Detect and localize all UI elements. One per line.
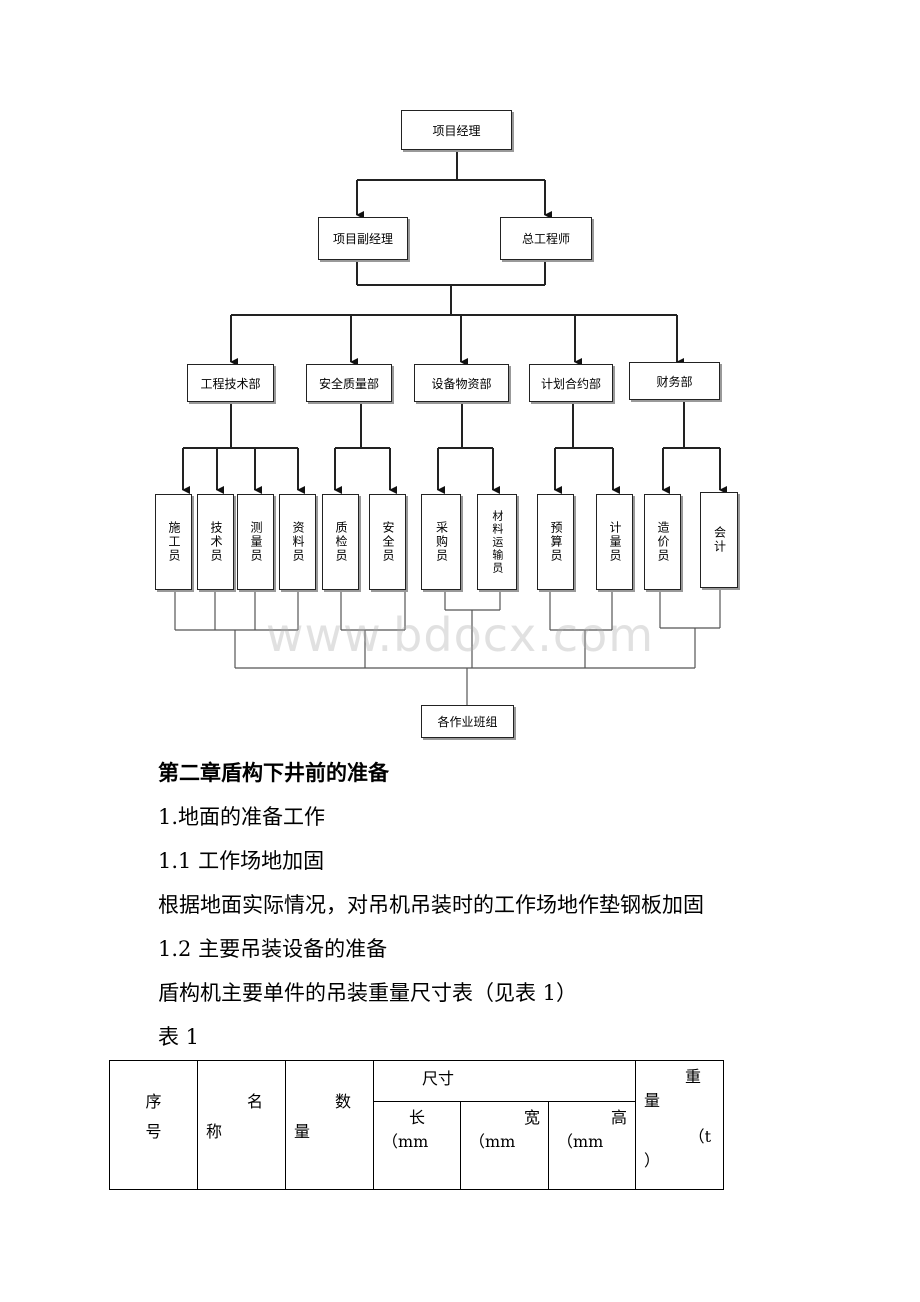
header-weight: 重 量 （t ） [635, 1060, 724, 1190]
paragraph-site-reinforcement: 根据地面实际情况，对吊机吊装时的工作场地作垫钢板加固 [158, 893, 704, 917]
org-chart-connectors [174, 150, 727, 705]
staff-technician-box: 技术员 [197, 494, 234, 590]
header-height: 高 （mm [548, 1101, 636, 1190]
dept-finance-box: 财务部 [629, 362, 720, 400]
manager-box: 项目经理 [401, 110, 512, 150]
header-qty: 数 量 [285, 1060, 374, 1190]
header-name: 名 称 [197, 1060, 286, 1190]
dept-safety-box: 安全质量部 [306, 364, 392, 402]
chapter-title: 第二章盾构下井前的准备 [158, 760, 389, 785]
staff-accountant-box: 会计 [700, 492, 738, 588]
header-width-part-1: 宽 [523, 1108, 540, 1127]
staff-metering-box: 计量员 [596, 494, 633, 590]
section-1-2-heading: 1.2 主要吊装设备的准备 [158, 937, 388, 961]
work-teams-box: 各作业班组 [421, 705, 514, 738]
dept-equipment-box: 设备物资部 [414, 364, 509, 402]
section-1-heading: 1.地面的准备工作 [158, 805, 326, 829]
header-seq: 序 号 [109, 1060, 198, 1190]
header-height-part-1: 高 [610, 1108, 627, 1127]
header-width: 宽 （mm [460, 1101, 549, 1190]
table-header-row: 序 号 名 称 数 量 尺寸 重 量 （t ） [109, 1060, 724, 1190]
staff-safety-box: 安全员 [369, 494, 406, 590]
staff-documents-box: 资料员 [279, 494, 316, 590]
deputy-manager-box: 项目副经理 [318, 217, 408, 260]
section-1-1-heading: 1.1 工作场地加固 [158, 849, 325, 873]
staff-construction-box: 施工员 [155, 494, 192, 590]
header-dimensions: 尺寸 [373, 1060, 636, 1102]
chief-engineer-box: 总工程师 [500, 217, 592, 260]
header-weight-part-1: 重 [684, 1067, 701, 1086]
staff-cost-box: 造价员 [644, 494, 681, 590]
staff-purchaser-box: 采购员 [421, 494, 461, 590]
staff-quality-box: 质检员 [322, 494, 359, 590]
dept-engineering-box: 工程技术部 [187, 364, 274, 402]
staff-budget-box: 预算员 [537, 494, 574, 590]
header-length: 长 （mm [373, 1101, 461, 1190]
header-name-part-2: 称 [206, 1122, 223, 1141]
header-seq-part-2: 号 [145, 1122, 162, 1141]
header-length-part-1: 长 [408, 1108, 425, 1127]
header-qty-part-2: 量 [294, 1122, 311, 1141]
header-name-part-1: 名 [246, 1092, 263, 1111]
lifting-spec-table: 序 号 名 称 数 量 尺寸 重 量 （t ） 长 （mm 宽 （mm 高 （m [109, 1060, 724, 1190]
header-weight-part-3: （t [688, 1127, 711, 1146]
org-chart: 项目经理 项目副经理 总工程师 工程技术部 安全质量部 设备物资部 计划合约部 … [155, 110, 738, 738]
header-weight-part-4: ） [644, 1151, 661, 1170]
table-caption: 表 1 [158, 1025, 200, 1049]
table-subheader-row: 长 （mm 宽 （mm 高 （mm [110, 1101, 724, 1190]
header-length-part-2: （mm [382, 1132, 429, 1151]
paragraph-table-intro: 盾构机主要单件的吊装重量尺寸表（见表 1） [158, 981, 578, 1005]
header-weight-part-2: 量 [644, 1091, 661, 1110]
header-seq-part-1: 序 [145, 1092, 162, 1111]
staff-surveyor-box: 测量员 [237, 494, 274, 590]
header-height-part-2: （mm [557, 1132, 604, 1151]
staff-transport-box: 材料运输员 [477, 494, 517, 590]
header-width-part-2: （mm [469, 1132, 516, 1151]
header-qty-part-1: 数 [334, 1092, 351, 1111]
dept-planning-box: 计划合约部 [529, 364, 613, 402]
